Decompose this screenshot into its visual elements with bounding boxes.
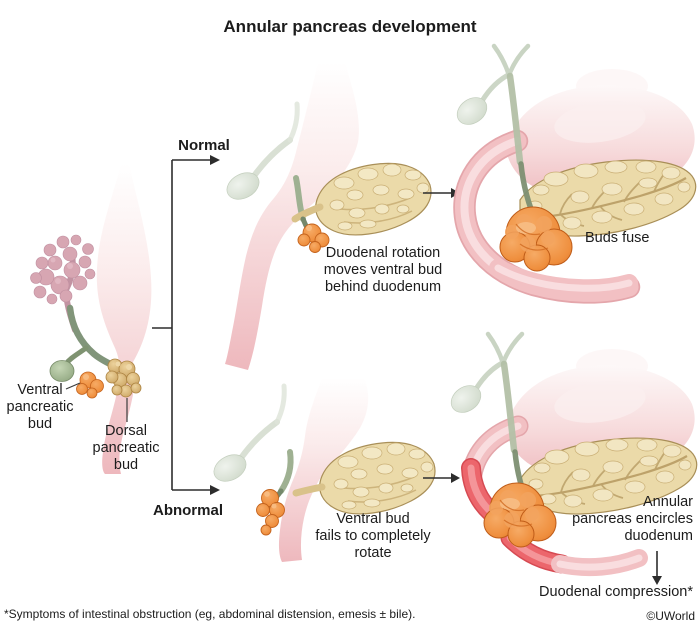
ventral-bud-label: Ventral pancreatic bud [6, 382, 74, 432]
normal-branch-label: Normal [178, 137, 230, 154]
bile-duct [278, 449, 294, 494]
normal-step-caption: Duodenal rotation moves ventral bud behi… [323, 245, 443, 295]
stomach-duodenum-tube [96, 164, 152, 474]
pancreas-stalk [292, 483, 326, 497]
duodenum-compressed-upper [461, 458, 501, 522]
abnormal-branch-label: Abnormal [152, 502, 223, 519]
embryo-foregut-illustration [30, 164, 152, 474]
buds-fuse-caption: Buds fuse [585, 230, 650, 246]
stomach-duodenum-tube [225, 62, 359, 370]
page-title: Annular pancreas development [223, 17, 477, 36]
arrow-right-icon [210, 485, 220, 495]
ventral-bud [297, 223, 330, 253]
annular-pancreas-illustration [446, 334, 698, 577]
arrow-right-icon [210, 155, 220, 165]
footnote: *Symptoms of intestinal obstruction (eg,… [4, 607, 416, 621]
copyright: ©UWorld [646, 609, 695, 623]
duodenum-distal [551, 549, 648, 577]
pancreas-stalk [291, 203, 324, 223]
branch-bracket [152, 155, 220, 495]
arrow-down-icon [652, 551, 662, 585]
gallbladder [446, 334, 522, 450]
normal-rotation-illustration [222, 62, 432, 370]
arrow-right-icon [423, 473, 460, 483]
annular-pancreas-caption: Annular pancreas encircles duodenum [572, 494, 693, 544]
duodenal-compression-caption: Duodenal compression* [539, 584, 693, 600]
duodenum-front-segment [489, 259, 638, 298]
dorsal-bud-label: Dorsal pancreatic bud [92, 423, 160, 473]
buds-fuse-illustration [452, 46, 697, 304]
liver-bud [30, 234, 96, 333]
abnormal-step-caption: Ventral bud fails to completely rotate [315, 511, 431, 561]
failed-rotation-illustration [209, 378, 436, 562]
gallbladder [209, 386, 284, 487]
stomach-duodenum-tube [278, 378, 369, 562]
ventral-pancreatic-bud [76, 371, 104, 399]
ventral-label-line [65, 382, 81, 390]
ventral-bud-unrotated [256, 489, 285, 536]
dorsal-pancreatic-bud [105, 358, 142, 398]
